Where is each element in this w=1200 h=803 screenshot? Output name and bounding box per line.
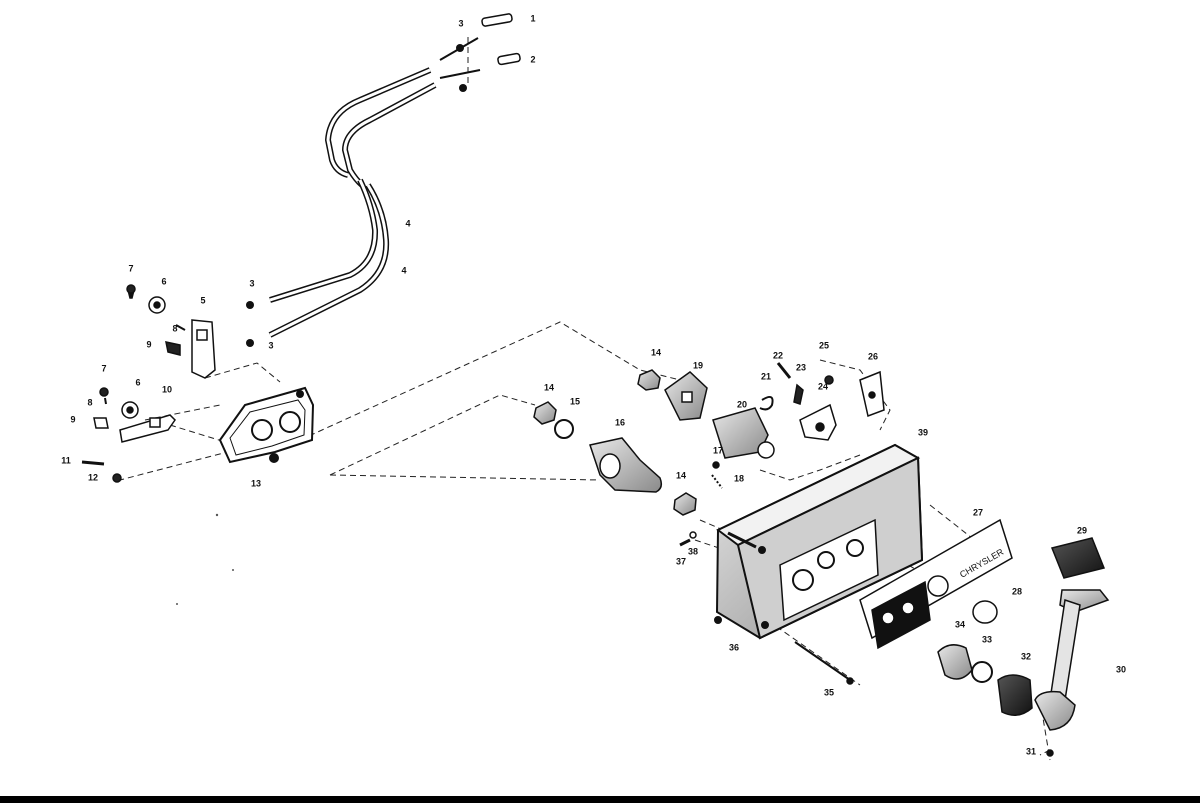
callout-38-washer: 38 [687,546,699,557]
callout-15-washer: 15 [569,396,581,407]
handle-assembly [679,531,1110,757]
bottom-rule [0,796,1200,803]
callout-25-screw: 25 [818,340,830,351]
assembly-lines [119,37,1051,761]
callout-12-nut: 12 [87,472,99,483]
shift-mechanism [533,369,775,516]
callout-28-cap: 28 [1011,586,1023,597]
cable-anchor-plate [218,386,315,464]
callout-30-control-handle: 30 [1115,664,1127,675]
callout-34-hub: 34 [954,619,966,630]
callout-7-screw: 7 [101,363,107,374]
callout-22-spring: 22 [772,350,784,361]
callout-35-long-screw: 35 [823,687,835,698]
shift-lever-group [81,387,176,483]
callout-23-screw: 23 [795,362,807,373]
callout-4-control-cable: 4 [405,218,411,229]
callout-26-plate: 26 [867,351,879,362]
callout-3-nut: 3 [249,278,255,289]
callout-7-screw: 7 [128,263,134,274]
callout-31-screw: 31 [1025,746,1037,757]
callout-3-nut: 3 [268,340,274,351]
callout-33-washer: 33 [981,634,993,645]
throttle-lever-group [126,284,216,379]
callout-6-washer: 6 [135,377,141,388]
callout-19-cam: 19 [692,360,704,371]
callout-27-nameplate: 27 [972,507,984,518]
callout-8-pin: 8 [172,323,178,334]
callout-10-shift-lever: 10 [161,384,173,395]
callout-11-screw: 11 [61,455,71,466]
callout-24-switch-bracket: 24 [817,381,829,392]
callout-4-control-cable: 4 [401,265,407,276]
callout-14-nut: 14 [650,347,662,358]
callout-17-ball: 17 [712,445,724,456]
cable-end-fittings [246,13,521,347]
nameplate: CHRYSLER [859,518,1013,650]
callout-2-cable-end-fitting: 2 [530,54,536,65]
control-box-housing [714,443,924,640]
callout-37-screw: 37 [675,556,687,567]
callout-6-washer: 6 [161,276,167,287]
callout-9-ball-joint: 9 [146,339,152,350]
callout-29-handle-grip: 29 [1076,525,1088,536]
callout-39-control-box-cover: 39 [917,427,929,438]
callout-18-spring: 18 [733,473,745,484]
callout-3-nut: 3 [458,18,464,29]
callout-13-cable-anchor-plate: 13 [250,478,262,489]
callout-1-cable-end-fitting: 1 [530,13,536,24]
callout-14-nut: 14 [675,470,687,481]
callout-14-nut: 14 [543,382,555,393]
upper-cable-assembly [268,37,481,338]
callout-21-clip: 21 [760,371,772,382]
callout-36-control-box-housing: 36 [728,642,740,653]
callout-8-pin: 8 [87,397,93,408]
callout-32-hub: 32 [1020,651,1032,662]
callout-16-shaft: 16 [614,417,626,428]
callout-9-ball-joint: 9 [70,414,76,425]
switch-bracket-group [759,362,885,441]
callout-5-throttle-lever: 5 [200,295,206,306]
callout-20-plunger: 20 [736,399,748,410]
